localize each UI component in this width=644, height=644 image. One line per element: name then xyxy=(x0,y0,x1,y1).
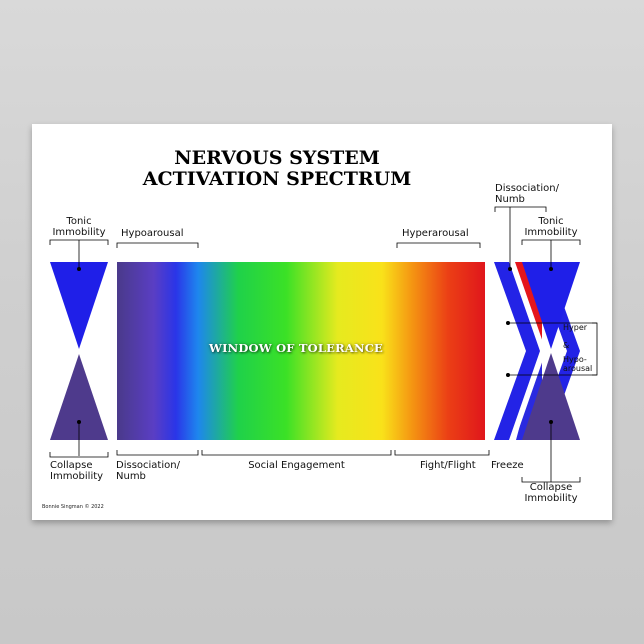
bracket-hyperarousal xyxy=(396,242,481,248)
bracket-tonic-right xyxy=(521,239,581,245)
label-ampersand: & xyxy=(563,341,570,350)
bracket-fight-flight xyxy=(394,450,490,456)
label-fight-flight: Fight/Flight xyxy=(420,460,476,471)
collapse-immobility-triangle-right xyxy=(522,353,580,440)
label-line: Immobility xyxy=(524,493,578,504)
bracket-hypoarousal xyxy=(116,242,199,248)
label-line: Numb xyxy=(495,194,525,205)
label-line: Immobility xyxy=(52,227,106,238)
label-hypo-arousal: Hypo- arousal xyxy=(563,355,592,373)
tonic-immobility-triangle-left xyxy=(50,262,108,349)
bracket-social-engagement xyxy=(201,450,392,456)
tonic-immobility-triangle-right xyxy=(522,262,580,349)
label-line: Numb xyxy=(116,471,146,482)
poster: NERVOUS SYSTEM ACTIVATION SPECTRUM WINDO… xyxy=(32,124,612,520)
label-line: Collapse xyxy=(50,460,93,471)
label-line: Collapse xyxy=(529,482,573,493)
title-line-1: NERVOUS SYSTEM xyxy=(174,147,380,169)
label-line: Immobility xyxy=(50,471,104,482)
label-line: Tonic xyxy=(538,216,564,227)
label-collapse-immobility-right: Collapse Immobility xyxy=(516,482,586,504)
bracket-collapse-right xyxy=(521,477,581,483)
label-hyperarousal: Hyperarousal xyxy=(402,228,469,239)
label-line: Immobility xyxy=(524,227,578,238)
bracket-collapse-left xyxy=(49,452,109,458)
window-of-tolerance-bar xyxy=(117,262,485,440)
label-dissociation-top: Dissociation/ Numb xyxy=(495,183,559,205)
label-social-engagement: Social Engagement xyxy=(248,460,345,471)
credit-text: Bonnie Singman © 2022 xyxy=(42,504,104,510)
bracket-tonic-left xyxy=(49,239,109,245)
label-line: arousal xyxy=(563,364,593,373)
diagram-artwork xyxy=(49,206,598,483)
label-line: Hypo- xyxy=(563,355,587,364)
bracket-dissociation-top xyxy=(494,206,547,212)
label-hyper: Hyper xyxy=(563,323,588,332)
bracket-dissociation-bottom xyxy=(116,450,199,456)
label-collapse-immobility-left: Collapse Immobility xyxy=(50,460,103,482)
label-hypoarousal: Hypoarousal xyxy=(121,228,184,239)
label-tonic-immobility-right: Tonic Immobility xyxy=(516,216,586,238)
bracket-hyper-hypo xyxy=(592,322,598,376)
collapse-immobility-triangle-left xyxy=(50,354,108,440)
label-freeze: Freeze xyxy=(491,460,524,471)
label-line: Tonic xyxy=(66,216,92,227)
label-tonic-immobility-left: Tonic Immobility xyxy=(44,216,114,238)
window-of-tolerance-label: WINDOW OF TOLERANCE xyxy=(208,341,384,355)
chevron-outer xyxy=(494,262,542,440)
title-line-2: ACTIVATION SPECTRUM xyxy=(142,168,412,190)
label-line: Dissociation/ xyxy=(495,183,559,194)
chevron-inner xyxy=(513,262,542,440)
label-dissociation-bottom: Dissociation/ Numb xyxy=(116,460,180,482)
poster-title: NERVOUS SYSTEM ACTIVATION SPECTRUM xyxy=(127,148,427,190)
label-line: Dissociation/ xyxy=(116,460,180,471)
